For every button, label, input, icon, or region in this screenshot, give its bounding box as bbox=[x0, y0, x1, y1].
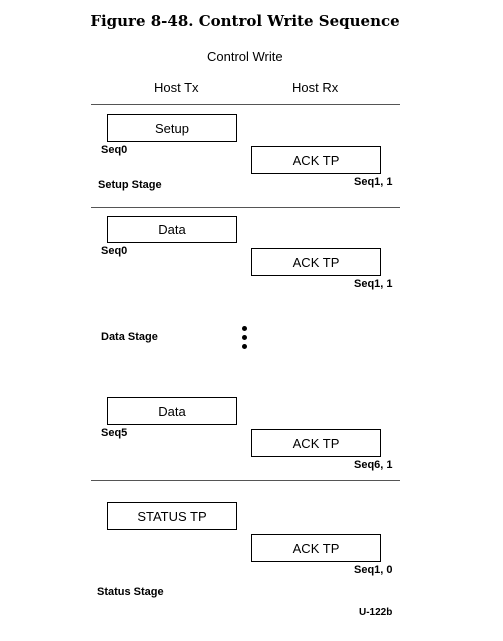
setup-packet-box: Setup bbox=[107, 114, 237, 142]
status-stage-label: Status Stage bbox=[97, 586, 164, 598]
data-last-tx-seq: Seq5 bbox=[101, 427, 128, 439]
data-stage-label: Data Stage bbox=[101, 331, 158, 343]
setup-stage-label: Setup Stage bbox=[98, 179, 162, 191]
setup-tx-seq: Seq0 bbox=[101, 144, 128, 156]
data-last-ack-box: ACK TP bbox=[251, 429, 381, 457]
data-first-rx-seq: Seq1, 1 bbox=[354, 278, 393, 290]
continuation-dot bbox=[242, 335, 247, 340]
setup-ack-box: ACK TP bbox=[251, 146, 381, 174]
setup-rx-seq: Seq1, 1 bbox=[354, 176, 393, 188]
continuation-dot bbox=[242, 326, 247, 331]
divider-header bbox=[91, 104, 400, 105]
figure-id: U-122b bbox=[359, 607, 393, 618]
host-rx-header: Host Rx bbox=[292, 80, 339, 95]
host-tx-header: Host Tx bbox=[154, 80, 199, 95]
data-first-tx-seq: Seq0 bbox=[101, 245, 128, 257]
divider-setup-data bbox=[91, 207, 400, 208]
data-packet-box-first: Data bbox=[107, 216, 237, 243]
status-rx-seq: Seq1, 0 bbox=[354, 564, 393, 576]
data-packet-box-last: Data bbox=[107, 397, 237, 425]
figure-title: Figure 8-48. Control Write Sequence bbox=[90, 12, 400, 30]
status-packet-box: STATUS TP bbox=[107, 502, 237, 530]
data-last-rx-seq: Seq6, 1 bbox=[354, 459, 393, 471]
continuation-dot bbox=[242, 344, 247, 349]
status-ack-box: ACK TP bbox=[251, 534, 381, 562]
diagram-title: Control Write bbox=[207, 49, 283, 64]
data-first-ack-box: ACK TP bbox=[251, 248, 381, 276]
divider-data-status bbox=[91, 480, 400, 481]
